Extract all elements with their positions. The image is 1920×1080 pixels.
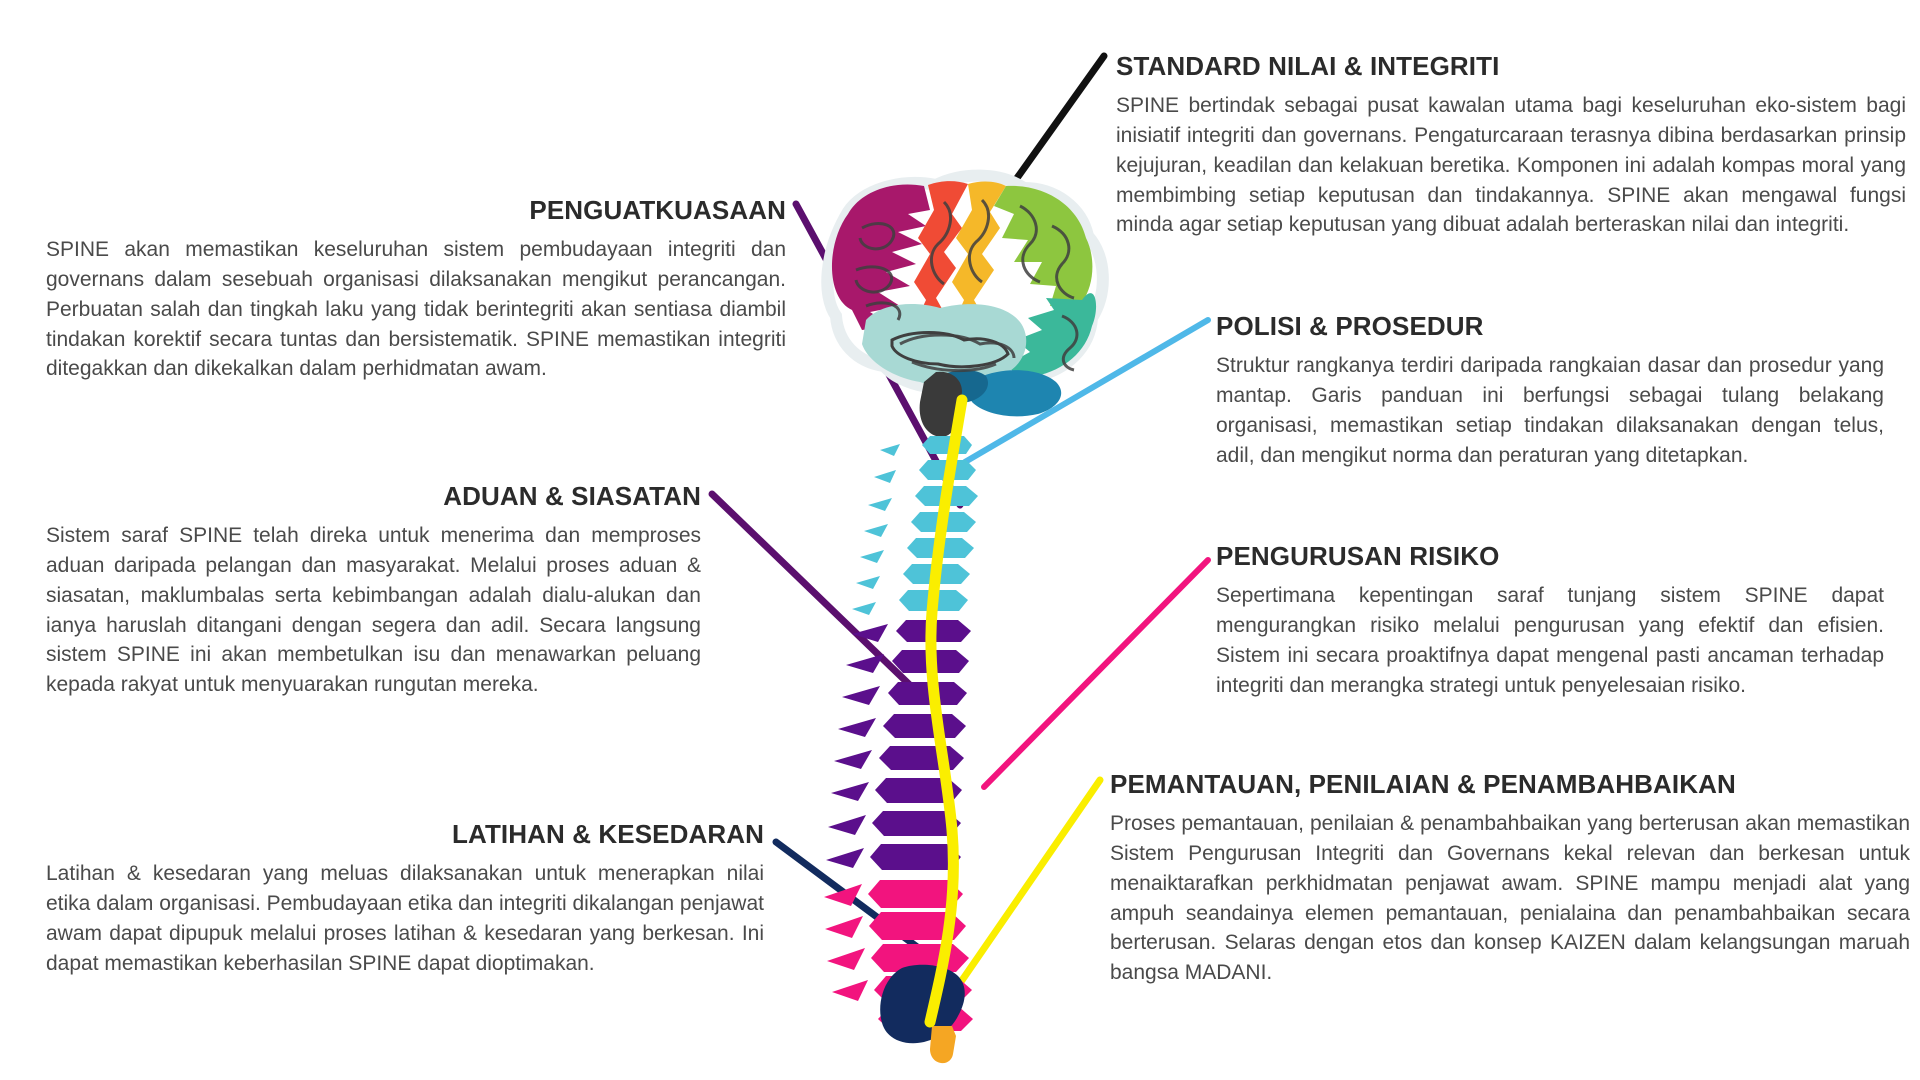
penguatkuasaan-body: SPINE akan memastikan keseluruhan sistem… (46, 238, 786, 381)
aduan-body: Sistem saraf SPINE telah direka untuk me… (46, 524, 701, 697)
brain-lobe-lightblue-fold (890, 331, 1010, 369)
section-pemantauan-penilaian-penambahbaikan: PEMANTAUAN, PENILAIAN & PENAMBAHBAIKAN P… (1110, 769, 1910, 988)
spine-sacrum (880, 964, 965, 1044)
standard-title: STANDARD NILAI & INTEGRITI (1116, 51, 1500, 81)
risiko-body: Sepertimana kepentingan saraf tunjang si… (1216, 584, 1884, 697)
section-latihan-kesedaran: LATIHAN & KESEDARAN Latihan & kesedaran … (46, 819, 764, 978)
leader-line-enforcement (792, 200, 964, 509)
brain-stem (919, 371, 962, 438)
section-polisi-prosedur: POLISI & PROSEDUR Struktur rangkanya ter… (1216, 311, 1884, 470)
brain-lobe-magenta (831, 184, 930, 330)
leader-line-risk (981, 557, 1211, 790)
brain-sulci (854, 198, 1079, 372)
risiko-title: PENGURUSAN RISIKO (1216, 541, 1500, 571)
section-penguatkuasaan: PENGUATKUASAAN SPINE akan memastikan kes… (46, 195, 786, 384)
standard-body: SPINE bertindak sebagai pusat kawalan ut… (1116, 94, 1906, 237)
leader-line-policy (962, 317, 1211, 465)
penguatkuasaan-title: PENGUATKUASAAN (529, 195, 786, 225)
spine-cervical (852, 436, 978, 615)
spine-lumbar (824, 880, 973, 1031)
brain-lobe-teal (1008, 293, 1097, 378)
leader-line-monitoring (941, 776, 1104, 1009)
spine-coccyx (930, 1026, 956, 1064)
brain-lobe-lightblue (862, 304, 1027, 388)
latihan-title: LATIHAN & KESEDARAN (452, 819, 764, 849)
leader-line-complaint (708, 490, 919, 694)
section-standard-nilai-integriti: STANDARD NILAI & INTEGRITI SPINE bertind… (1116, 51, 1906, 240)
pemantauan-body: Proses pemantauan, penilaian & penambahb… (1110, 812, 1910, 985)
leader-line-standard (976, 52, 1108, 234)
section-pengurusan-risiko: PENGURUSAN RISIKO Sepertimana kepentinga… (1216, 541, 1884, 700)
leader-line-training (772, 838, 932, 959)
polisi-body: Struktur rangkanya terdiri daripada rang… (1216, 354, 1884, 467)
brain-graphic (821, 169, 1109, 438)
brain-cerebellum (968, 370, 1062, 417)
spinal-cord-curve (924, 394, 968, 1028)
brain-lobe-green (994, 185, 1093, 306)
polisi-title: POLISI & PROSEDUR (1216, 311, 1484, 341)
aduan-title: ADUAN & SIASATAN (443, 481, 701, 511)
brain-cerebellum-dark (934, 370, 988, 403)
spine-thoracic (826, 620, 971, 870)
section-aduan-siasatan: ADUAN & SIASATAN Sistem saraf SPINE tela… (46, 481, 701, 700)
brain-lobe-red (912, 181, 968, 340)
latihan-body: Latihan & kesedaran yang meluas dilaksan… (46, 862, 764, 975)
brain-lobe-orange (950, 181, 1006, 342)
pemantauan-title: PEMANTAUAN, PENILAIAN & PENAMBAHBAIKAN (1110, 769, 1736, 799)
